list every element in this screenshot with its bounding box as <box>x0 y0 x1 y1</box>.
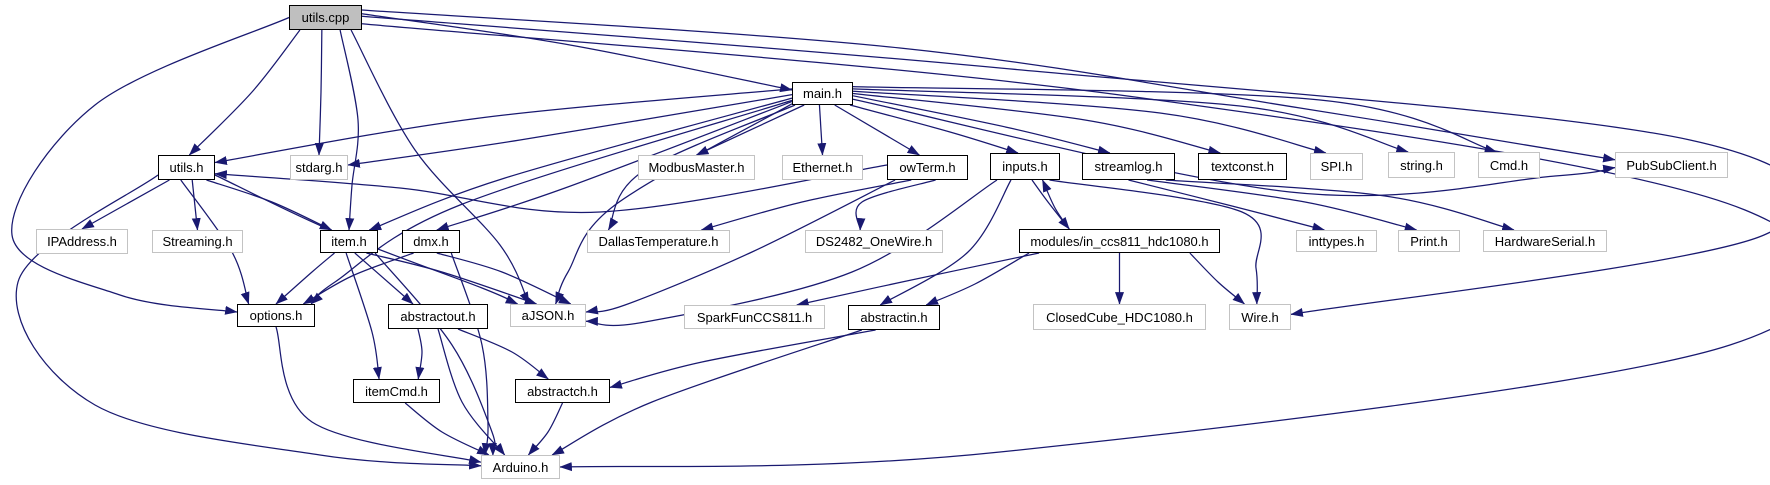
edge-modules-to-wire <box>1189 252 1245 305</box>
node-pubsub: PubSubClient.h <box>1615 152 1728 178</box>
edge-main-h-to-cmd <box>852 85 1498 153</box>
edge-modules-to-inputs <box>1041 179 1070 230</box>
edge-main-h-to-string-h <box>852 88 1409 154</box>
edge-main-h-to-utils-h <box>214 88 793 165</box>
node-ajson: aJSON.h <box>510 304 586 327</box>
edge-item-to-itemcmd <box>345 252 382 380</box>
node-streamlog[interactable]: streamlog.h <box>1082 153 1175 180</box>
edge-main-h-to-options <box>310 99 793 305</box>
edge-utils-h-to-streaming <box>191 179 201 231</box>
edge-utils-cpp-to-options <box>11 16 290 315</box>
node-textconst[interactable]: textconst.h <box>1198 153 1287 180</box>
node-print: Print.h <box>1398 230 1460 252</box>
edge-utils-cpp-to-arduino <box>361 23 1770 472</box>
node-dmx[interactable]: dmx.h <box>402 230 460 253</box>
edge-inputs-to-abstractin <box>879 179 1012 306</box>
edge-main-h-to-ajson <box>555 103 793 305</box>
edge-utils-cpp-to-utils-h <box>188 29 301 156</box>
edge-abstractout-to-arduino <box>437 328 506 456</box>
edge-dmx-to-options <box>302 252 414 305</box>
edge-inputs-to-wire <box>1049 179 1262 305</box>
edge-itemcmd-to-arduino <box>404 402 490 456</box>
node-itemcmd[interactable]: itemCmd.h <box>353 379 440 403</box>
node-ipaddress: IPAddress.h <box>36 229 128 254</box>
node-closedcube: ClosedCube_HDC1080.h <box>1033 304 1206 330</box>
edge-utils-h-to-ajson <box>214 174 519 305</box>
node-abstractch[interactable]: abstractch.h <box>515 379 610 403</box>
edge-item-to-abstractout <box>354 252 414 305</box>
edge-item-to-options <box>275 252 335 305</box>
edge-main-h-to-textconst <box>852 92 1221 155</box>
node-options[interactable]: options.h <box>237 304 315 327</box>
edge-abstractout-to-abstractch <box>457 328 549 380</box>
node-abstractin[interactable]: abstractin.h <box>848 305 940 330</box>
edge-abstractout-to-itemcmd <box>415 328 425 380</box>
edge-owterm-to-ds2482 <box>855 179 936 231</box>
edge-modules-to-sparkfun <box>796 252 1040 307</box>
node-ethernet: Ethernet.h <box>782 155 863 180</box>
edge-owterm-to-utils-h <box>214 164 888 214</box>
node-inttypes: inttypes.h <box>1296 230 1377 252</box>
edge-utils-cpp-to-wire <box>361 15 1770 317</box>
edge-main-h-to-spi <box>852 90 1327 155</box>
node-stdarg-h: stdarg.h <box>290 155 348 180</box>
edge-streamlog-to-print <box>1147 179 1418 232</box>
edge-utils-h-to-item <box>206 179 333 231</box>
edge-abstractin-to-arduino <box>551 329 863 456</box>
edge-streamlog-to-hwserial <box>1165 179 1515 232</box>
node-streaming: Streaming.h <box>152 230 243 253</box>
edge-utils-h-to-ipaddress <box>81 179 170 230</box>
edge-inputs-to-ajson <box>585 179 998 327</box>
edge-owterm-to-ajson <box>585 179 896 315</box>
node-modbus: ModbusMaster.h <box>638 155 755 180</box>
node-wire: Wire.h <box>1229 304 1291 330</box>
edge-dmx-to-arduino <box>450 252 491 456</box>
node-utils-h[interactable]: utils.h <box>158 155 215 180</box>
node-sparkfun: SparkFunCCS811.h <box>684 305 825 329</box>
node-inputs[interactable]: inputs.h <box>990 153 1060 180</box>
edge-utils-cpp-to-main-h <box>361 13 793 93</box>
edge-utils-cpp-to-item <box>339 29 359 231</box>
edge-utils-cpp-to-pubsub <box>361 9 1616 163</box>
edge-item-to-ajson <box>366 252 538 305</box>
node-dallas: DallasTemperature.h <box>587 230 730 253</box>
node-arduino: Arduino.h <box>481 455 560 479</box>
edge-main-h-to-inputs <box>849 104 1019 154</box>
node-abstractout[interactable]: abstractout.h <box>388 304 488 329</box>
edge-main-h-to-pubsub <box>852 98 1616 197</box>
edge-streamlog-to-inttypes <box>1128 179 1325 232</box>
edge-main-h-to-stdarg-h <box>347 94 793 168</box>
edge-abstractch-to-arduino <box>527 402 564 456</box>
edge-utils-cpp-to-ajson <box>350 29 530 305</box>
node-hwserial: HardwareSerial.h <box>1483 230 1607 252</box>
node-main-h[interactable]: main.h <box>792 82 853 105</box>
node-string-h: string.h <box>1388 152 1455 178</box>
edge-main-h-to-ethernet <box>817 104 827 156</box>
node-modules[interactable]: modules/in_ccs811_hdc1080.h <box>1019 229 1220 253</box>
node-item[interactable]: item.h <box>320 230 378 253</box>
edge-main-h-to-streamlog <box>852 95 1111 155</box>
edge-options-to-arduino <box>275 326 482 464</box>
node-utils-cpp: utils.cpp <box>289 5 362 30</box>
node-spi: SPI.h <box>1310 153 1363 180</box>
edge-main-h-to-dmx <box>436 100 793 231</box>
edge-utils-cpp-to-stdarg-h <box>314 29 324 156</box>
edge-modules-to-abstractin <box>925 252 1030 306</box>
node-owterm[interactable]: owTerm.h <box>887 155 968 180</box>
node-ds2482: DS2482_OneWire.h <box>805 230 943 253</box>
edge-main-h-to-owterm <box>834 104 920 156</box>
node-cmd: Cmd.h <box>1478 152 1540 178</box>
edge-main-h-to-item <box>368 97 793 231</box>
edge-dmx-to-ajson <box>436 252 572 305</box>
edge-abstractin-to-abstractch <box>609 329 876 389</box>
